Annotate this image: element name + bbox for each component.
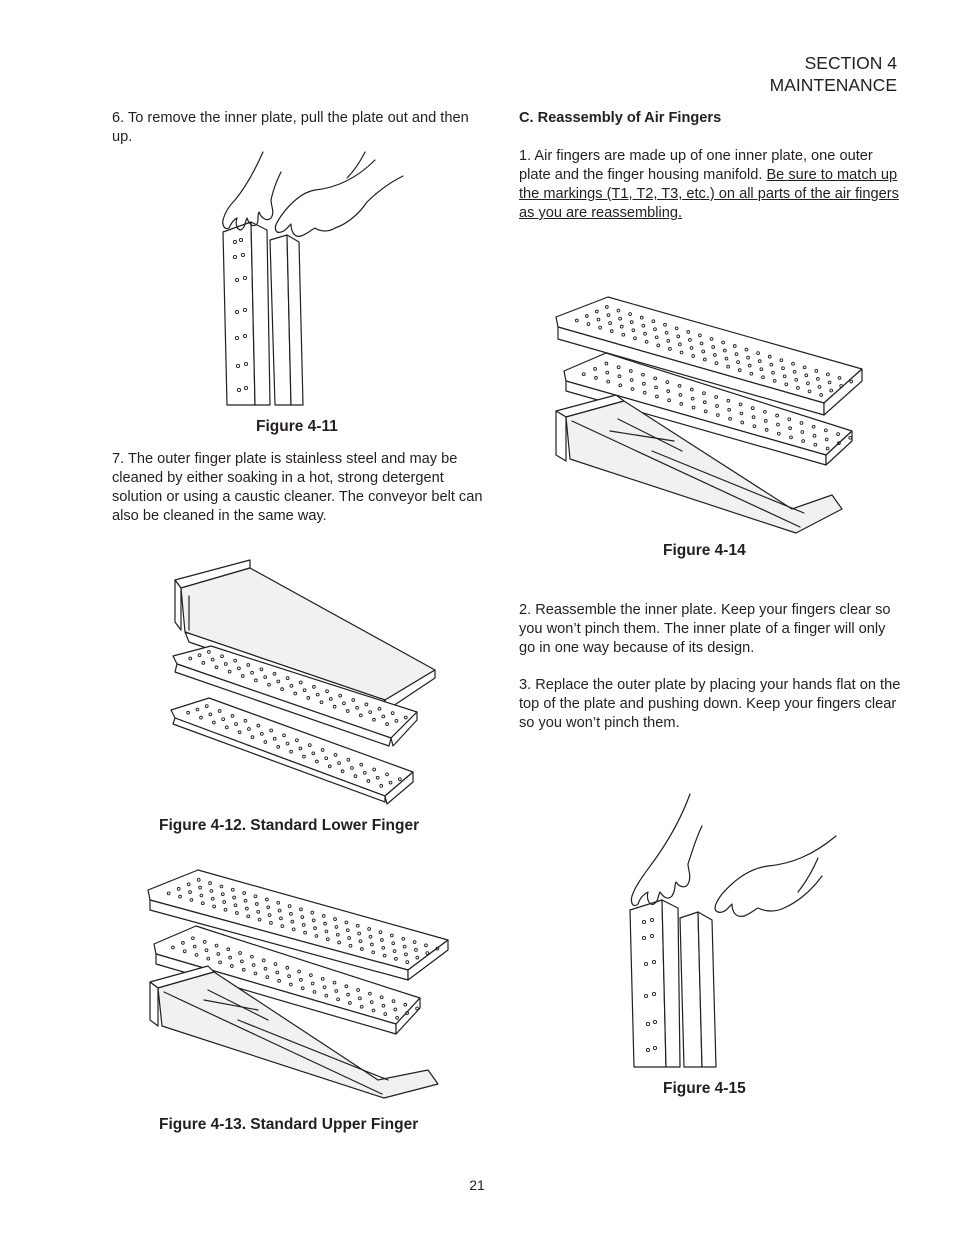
figure-4-15-illustration: [629, 793, 837, 1068]
figure-4-15-caption: Figure 4-15: [663, 1080, 746, 1097]
figure-4-13-illustration: [147, 869, 449, 1099]
step-1-plain: 1. Air fingers are made up of one inner …: [519, 148, 873, 183]
fig14-middle-plate-drawing: [563, 352, 853, 466]
fig15-plates-drawing: [629, 899, 717, 1068]
figure-4-12-caption: Figure 4-12. Standard Lower Finger: [159, 817, 420, 834]
fig14-manifold-drawing: [555, 394, 843, 534]
step-7-text: 7. The outer finger plate is stainless s…: [112, 451, 483, 524]
step-6-text: 6. To remove the inner plate, pull the p…: [112, 110, 469, 145]
step-2-text: 2. Reassemble the inner plate. Keep your…: [519, 602, 891, 656]
section-title: MAINTENANCE: [769, 75, 897, 95]
right-hand-drawing: [274, 159, 404, 237]
figure-4-13-caption: Figure 4-13. Standard Upper Finger: [159, 1116, 419, 1133]
step-1-underlined: Be sure to match up the markings (T1, T2…: [519, 167, 899, 221]
finger-plates-drawing: [222, 221, 304, 406]
figure-4-11-caption: Figure 4-11: [256, 418, 338, 435]
figure-4-12-illustration: [170, 559, 436, 805]
reassembly-heading: C. Reassembly of Air Fingers: [519, 110, 722, 126]
section-header: SECTION 4 MAINTENANCE: [770, 52, 897, 96]
upper-manifold-drawing: [149, 965, 439, 1099]
page-number: 21: [469, 1177, 485, 1193]
figure-4-11-illustration: [222, 151, 404, 406]
fig15-right-hand-drawing: [714, 835, 837, 917]
section-number: SECTION 4: [804, 53, 897, 73]
step-3-text: 3. Replace the outer plate by placing yo…: [519, 677, 901, 731]
outer-plate-drawing: [170, 697, 414, 805]
fig15-left-hand-drawing: [630, 793, 703, 907]
left-hand-drawing: [222, 151, 282, 231]
figure-4-14-illustration: [555, 296, 863, 534]
step-1-text: 1. Air fingers are made up of one inner …: [519, 147, 899, 223]
figure-4-14-caption: Figure 4-14: [663, 542, 746, 559]
